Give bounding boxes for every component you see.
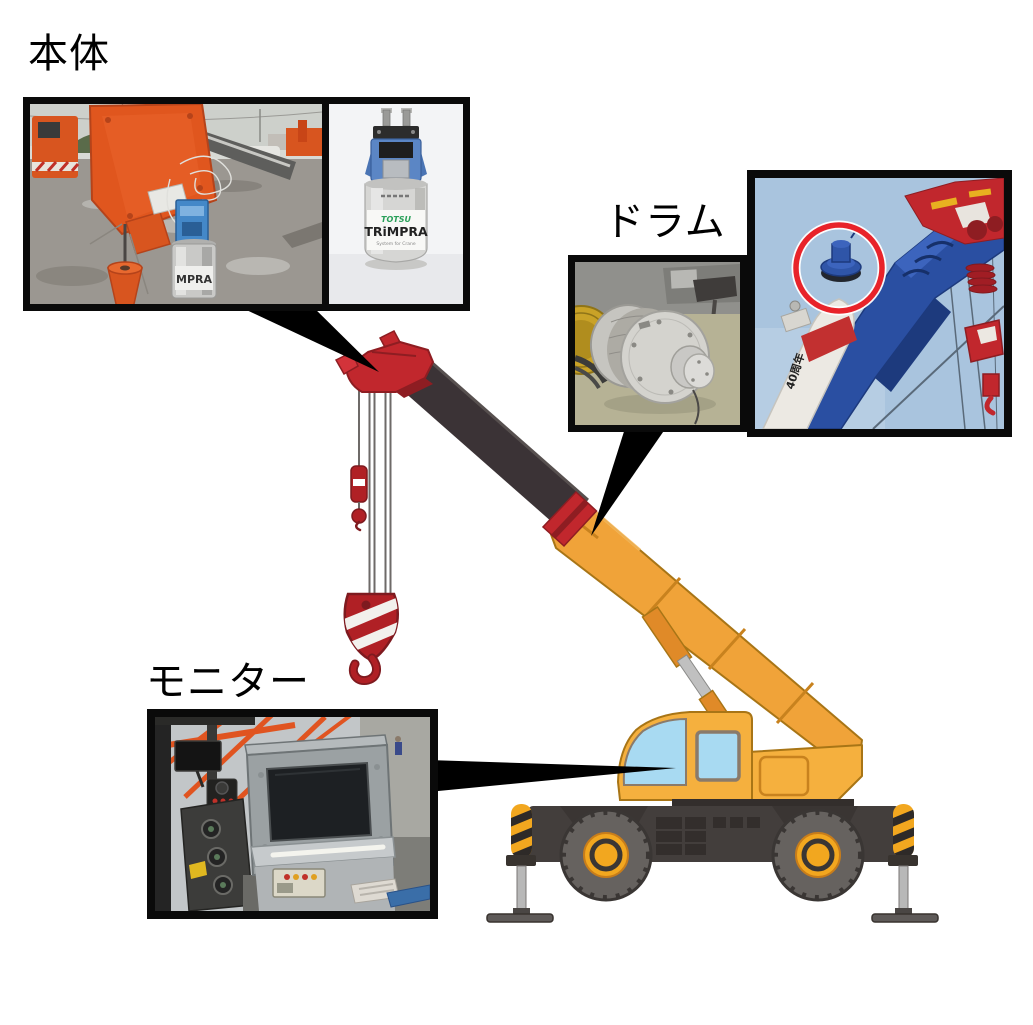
- wheel-front: [559, 808, 653, 902]
- device-label-partial: MPRA: [176, 273, 212, 286]
- main-hook-block: [343, 592, 399, 686]
- device-product-text: TRiMPRA: [364, 224, 428, 239]
- outrigger-right: [871, 804, 939, 923]
- callout-pointer-monitor: [428, 760, 676, 792]
- boom-mounted-drum: [820, 225, 862, 282]
- main-unit-field-photo: MPRA: [30, 104, 322, 304]
- hoist-cables: [358, 382, 392, 597]
- boom-collar: [541, 490, 598, 548]
- wheel-rear: [771, 808, 865, 902]
- main-unit-product-photo: TOTSU TRiMPRA System for Crane: [329, 104, 463, 304]
- callout-pointer-main-unit: [225, 300, 379, 372]
- main-unit-photo-panel: MPRA: [23, 97, 470, 311]
- drum-on-boom-photo: 40周年: [755, 178, 1004, 429]
- label-monitor: モニター: [146, 659, 310, 705]
- highlight-circle: [793, 222, 885, 314]
- drum-photo-panel: [568, 255, 747, 432]
- device-tagline-text: System for Crane: [376, 241, 415, 247]
- callout-pointer-drum: [591, 422, 670, 536]
- boom-tip-section: [394, 351, 589, 530]
- label-drum: ドラム: [604, 199, 726, 245]
- outrigger-left: [486, 804, 554, 923]
- monitor-photo: [155, 717, 430, 911]
- drum-photo: [575, 262, 740, 425]
- boom-head: [334, 330, 434, 398]
- monitor-photo-panel: [147, 709, 438, 919]
- label-main-unit: 本体: [28, 31, 110, 77]
- overhoist-weight: [350, 465, 368, 532]
- drum-on-boom-photo-panel: 40周年: [747, 170, 1012, 437]
- device-brand-text: TOTSU: [381, 215, 411, 224]
